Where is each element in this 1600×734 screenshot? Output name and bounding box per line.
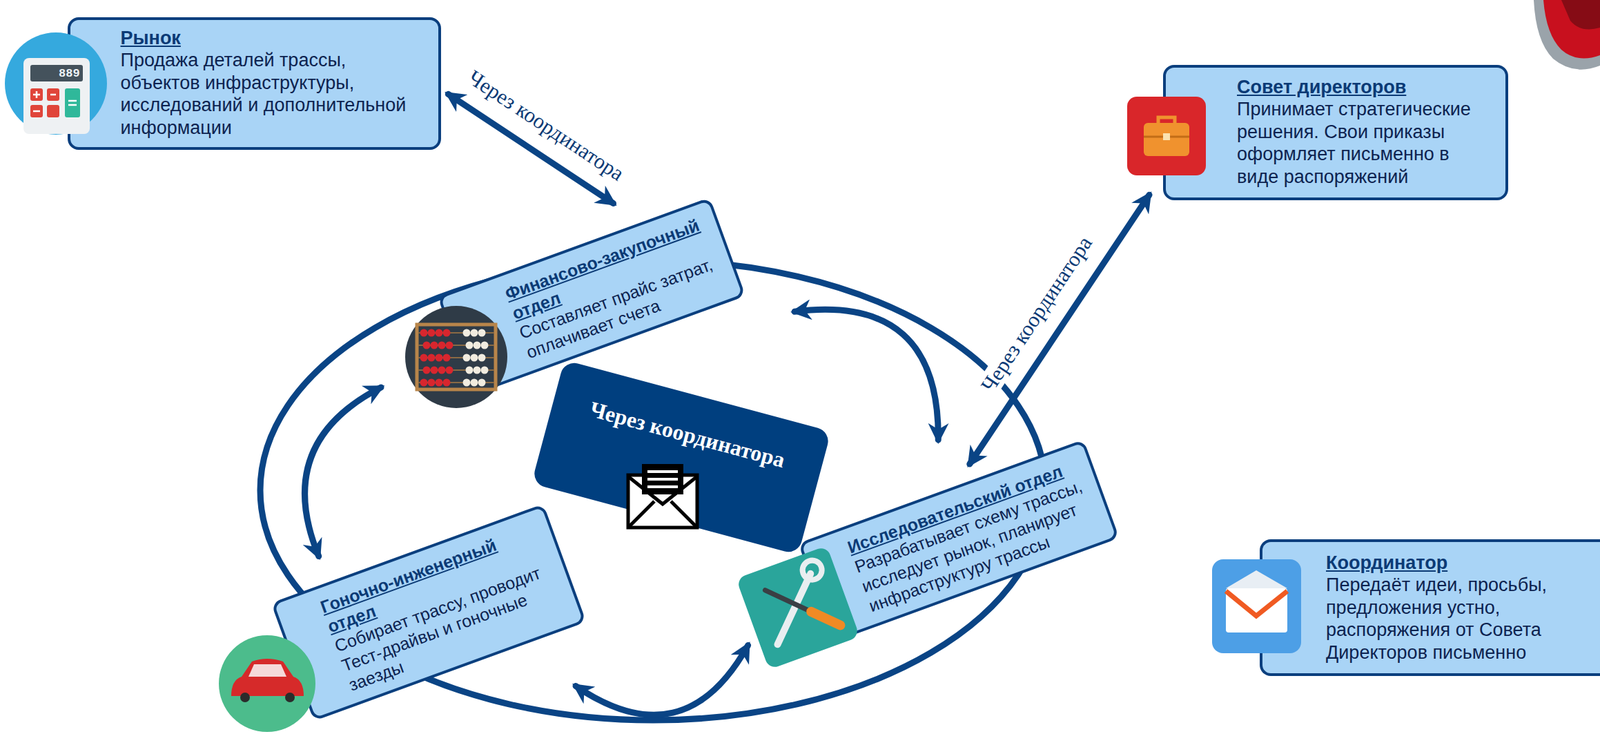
racing-box: Гоночно-инженерный отделСобирает трассу,… <box>271 503 587 722</box>
edge-label: Через координатора <box>460 63 632 188</box>
edge-label: Через координатора <box>973 228 1099 400</box>
double-arrow <box>305 387 382 556</box>
market-box: РынокПродажа деталей трассы, объектов ин… <box>67 17 442 150</box>
box-text: Через координатора <box>566 390 809 479</box>
box-text: Передаёт идеи, просьбы, предложения устн… <box>1325 573 1589 664</box>
box-heading: Рынок <box>120 26 428 50</box>
box-text: Продажа деталей трассы, объектов инфраст… <box>120 49 428 139</box>
box-text: Принимает стратегические решения. Свои п… <box>1236 98 1495 188</box>
shield-icon <box>1533 0 1600 70</box>
board-box: Совет директоровПринимает стратегические… <box>1163 64 1509 201</box>
box-heading: Координатор <box>1325 551 1589 574</box>
double-arrow <box>575 645 749 716</box>
calculator-screen <box>30 64 83 82</box>
edge-group <box>305 93 1150 715</box>
double-arrow <box>794 309 939 440</box>
finance-box: Финансово-закупочный отделСоставляет пра… <box>437 197 747 395</box>
research-box: Исследовательский отделРазрабатывает схе… <box>797 438 1119 642</box>
coordinator-box: КоординаторПередаёт идеи, просьбы, предл… <box>1259 539 1600 676</box>
calculator-display: 889 <box>58 67 81 80</box>
double-arrow <box>969 194 1150 464</box>
coordinator-hub: Через координатора <box>531 359 832 555</box>
box-heading: Совет директоров <box>1236 75 1495 99</box>
